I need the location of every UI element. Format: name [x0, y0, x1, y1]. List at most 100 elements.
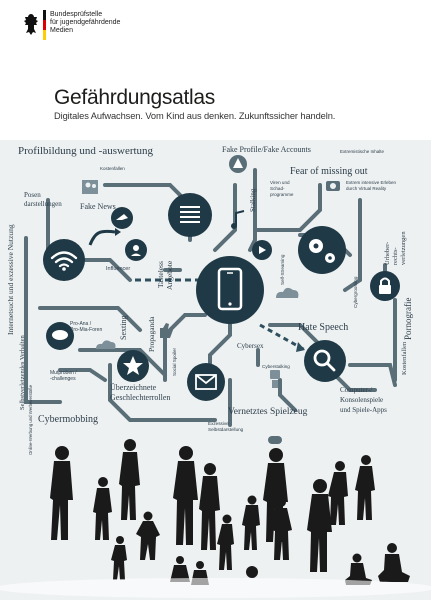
gamepad-icon: [268, 436, 282, 444]
child-silhouette-9: [111, 536, 127, 580]
child-silhouette-8: [242, 495, 260, 550]
connector-left-outer: [24, 236, 62, 404]
label-pro-ana-2: Pro-Mia-Foren: [70, 327, 102, 333]
label-mutproben-2: -challenges: [50, 376, 76, 382]
child-silhouette-2: [93, 477, 112, 540]
label-cybergrooming: Cybergrooming: [353, 276, 358, 308]
label-kostenfallen: Kostenfallen: [401, 341, 408, 375]
child-silhouette-3: [136, 511, 160, 560]
wifi-icon: [50, 251, 78, 268]
star-node: [117, 350, 149, 382]
document-node: [168, 193, 212, 237]
org-name: Bundesprüfstelle für jugendgefährdende M…: [50, 11, 121, 35]
speech-bubble-icon: [52, 330, 68, 340]
wifi-node: [43, 239, 85, 281]
child-silhouette-6: [328, 461, 348, 525]
label-computer-1: Computer-/: [340, 386, 372, 394]
cloud-small-icon: [96, 340, 116, 349]
risk-diagram: Profilbildung und -auswertung Fake Profi…: [0, 145, 431, 598]
cloud-icon: [276, 287, 299, 298]
label-extremistische: Extremistische Inhalte: [340, 149, 385, 154]
connector-toys: [278, 378, 297, 412]
connector-left-low: [78, 348, 167, 377]
label-tasteless-2: Angebote: [165, 260, 174, 290]
label-erlebnisse-2: durch Virtual Reality: [346, 186, 387, 191]
warning-icon: [233, 158, 243, 168]
ball: [246, 566, 258, 578]
label-viren-2: Schad-: [270, 186, 285, 191]
label-urheber-2: rechts-: [392, 247, 399, 265]
connector-right-low: [348, 363, 397, 387]
label-posen: Posen: [24, 191, 41, 199]
label-selbstdarstellung-2: Selbstdarstellung: [208, 427, 244, 432]
label-profilbildung: Profilbildung und -auswertung: [18, 145, 154, 157]
connector-phone-left: [163, 313, 207, 382]
envelope-icon: [195, 374, 217, 390]
label-cybersex: Cybersex: [237, 342, 264, 350]
connector-top-mid: [213, 183, 237, 252]
child-silhouette-4: [217, 514, 234, 570]
cloud-small-node: [96, 340, 116, 349]
connector-bottom-left: [108, 363, 217, 422]
gear-icon: [309, 239, 335, 263]
label-tasteless-1: Tasteless: [156, 261, 165, 288]
child-silhouette-7: [355, 455, 375, 520]
bird-node: [111, 207, 133, 229]
label-computer-2: Konsolenspiele: [340, 396, 383, 404]
music-note-node: [231, 210, 245, 229]
label-ueberzeichnete-1: Überzeichnete: [110, 383, 157, 392]
magnifier-node: [304, 340, 346, 382]
document-icon: [180, 206, 200, 223]
adult-silhouette-right-2: [307, 479, 332, 572]
connector-hate: [268, 323, 322, 347]
page-title: Gefährdungsatlas: [54, 86, 215, 109]
label-propaganda: Propaganda: [147, 316, 156, 352]
label-cyberstalking: Cyberstalking: [262, 364, 290, 369]
connector-lines: [24, 168, 397, 427]
lock-icon: [379, 277, 391, 294]
label-social-spoiler: Social Spoiler: [172, 347, 177, 376]
label-computer-3: und Spiele-Apps: [340, 406, 387, 414]
robot-icon: [270, 370, 280, 379]
connector-left-mid: [38, 306, 142, 332]
label-urheber-1: Urheber-: [384, 242, 391, 265]
magnifier-icon: [313, 349, 336, 372]
warning-node: [229, 155, 247, 173]
music-note-icon: [235, 210, 245, 225]
label-online-werbung: Online-Werbung und Werbeverstöße: [28, 384, 33, 455]
person-icon: [133, 245, 139, 251]
label-viren-1: Viren und: [270, 180, 290, 185]
controller-node: [268, 436, 282, 444]
adult-silhouette-center: [173, 446, 198, 545]
label-fomo: Fear of missing out: [290, 166, 368, 177]
label-mutproben-1: Mutproben /: [50, 370, 77, 376]
child-sitting-silhouette-2: [345, 553, 372, 585]
eagle-icon: [24, 14, 38, 35]
envelope-node: [187, 363, 225, 401]
label-spielzeug: Vernetztes Spielzeug: [228, 407, 308, 417]
label-self-streaming: Self-Streaming: [280, 254, 285, 285]
label-stalking: Stalking: [249, 188, 257, 212]
arrow-head: [296, 342, 305, 352]
curved-arrow: [88, 229, 116, 246]
connector-computer: [333, 373, 377, 392]
label-darstellungen: darstellungen: [24, 200, 62, 208]
connector-fomo: [253, 183, 322, 232]
label-internetsucht: Internetsucht und exzessive Nutzung: [6, 224, 15, 335]
label-viren-3: programme: [270, 192, 294, 197]
smartphone-icon: [217, 267, 243, 311]
connector-right-upper: [343, 198, 362, 292]
smartphone-hub: [196, 256, 264, 324]
adult-silhouette-left: [50, 446, 73, 540]
flag-stripe: [43, 10, 46, 40]
cloud-node: [276, 287, 299, 298]
child-sitting-silhouette: [378, 543, 410, 582]
speech-bubble-node: [46, 322, 74, 350]
robot-node: [270, 370, 280, 388]
play-icon: [259, 246, 266, 254]
connector-top-right: [248, 168, 257, 252]
child-silhouette-5: [271, 497, 292, 560]
label-ueberzeichnete-2: Geschlechterrollen: [110, 393, 170, 402]
label-selbstverletzend: Selbstverletzendes Verhalten: [19, 334, 26, 410]
label-erlebnisse-1: Extrem intensive Erleben: [346, 180, 397, 185]
